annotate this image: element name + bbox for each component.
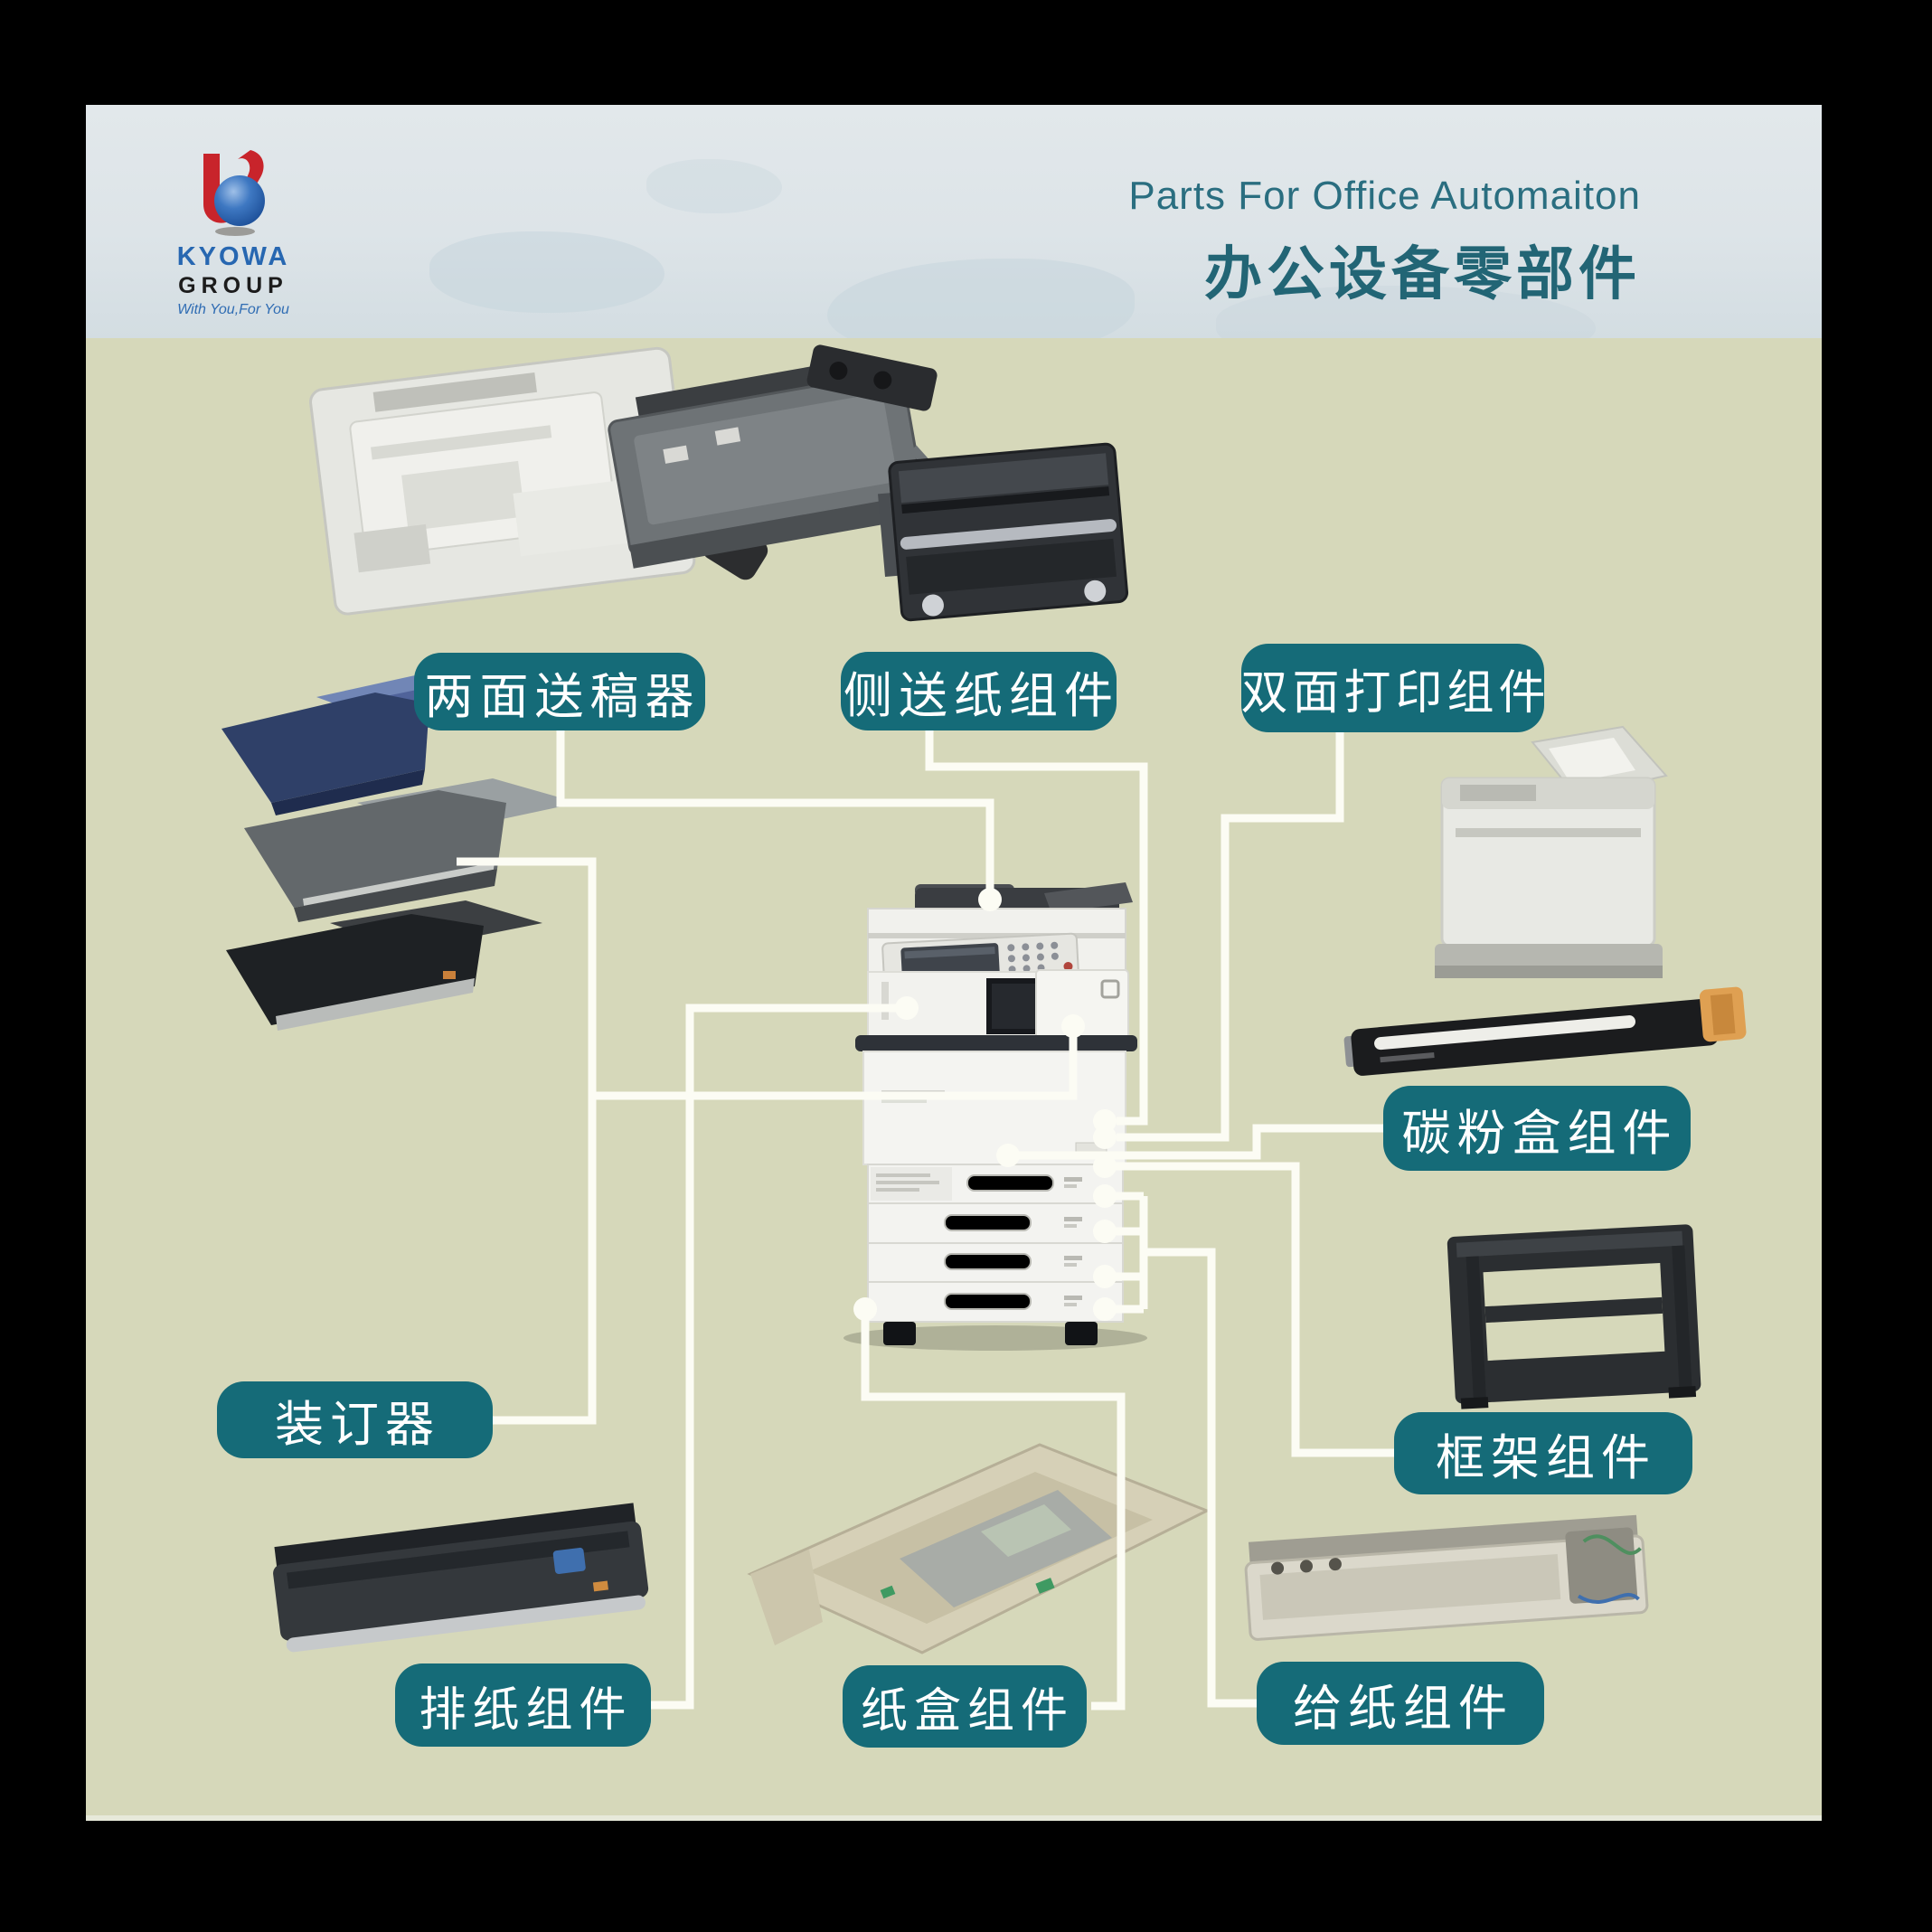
label-text: 框架组件 <box>1436 1431 1656 1485</box>
part-image-paper-feed-unit <box>1244 1514 1649 1641</box>
part-image-finisher-gray <box>244 778 579 922</box>
header: KYOWA GROUP With You,For You Parts For O… <box>86 105 1822 338</box>
copier-image <box>843 882 1147 1351</box>
logo-tagline: With You,For You <box>177 302 289 317</box>
label-side-paper-feed: 侧送纸组件 <box>841 652 1117 730</box>
connector-dots <box>853 888 1117 1321</box>
connector-lines <box>457 730 1394 1711</box>
label-duplex-print-unit: 双面打印组件 <box>1241 644 1546 732</box>
part-image-paper-exit-unit <box>273 1503 649 1653</box>
title-chinese: 办公设备零部件 <box>1204 241 1641 306</box>
part-image-frame-assembly <box>1447 1224 1701 1409</box>
connector-paper-feed <box>1144 1248 1257 1708</box>
label-paper-exit: 排纸组件 <box>395 1663 651 1747</box>
copier-feet <box>883 1322 1098 1345</box>
kyowa-logo: KYOWA GROUP With You,For You <box>165 148 301 318</box>
label-text: 给纸组件 <box>1293 1681 1513 1736</box>
label-paper-feed: 给纸组件 <box>1257 1662 1544 1745</box>
connector-toner-cartridge <box>1008 1124 1383 1160</box>
connector-duplex-print-unit <box>1117 732 1344 1142</box>
poster-canvas: KYOWA GROUP With You,For You Parts For O… <box>86 105 1822 1821</box>
connector-frame-assembly <box>1105 1162 1394 1457</box>
logo-text-group: GROUP <box>178 273 288 298</box>
label-paper-cassette: 纸盒组件 <box>843 1665 1087 1748</box>
label-text: 装订器 <box>275 1398 440 1452</box>
copier-table-strip <box>855 1035 1137 1051</box>
connector-stapler-main <box>457 857 597 1425</box>
logo-text-kyowa: KYOWA <box>176 242 290 271</box>
diagram-art <box>221 344 1747 1711</box>
connector-paper-cassette <box>861 1309 1126 1711</box>
label-duplex-document-feeder: 两面送稿器 <box>414 653 705 730</box>
connector-side-paper-feed <box>925 730 1148 1126</box>
label-text: 排纸组件 <box>419 1683 633 1737</box>
part-image-toner-cartridge <box>1343 986 1747 1076</box>
kyowa-logo-icon <box>203 150 265 236</box>
label-stapler: 装订器 <box>217 1381 493 1458</box>
label-text: 侧送纸组件 <box>843 669 1119 723</box>
copier-mid-body <box>862 1051 1126 1165</box>
connector-stapler-branch <box>592 1031 1078 1100</box>
label-frame-assembly: 框架组件 <box>1394 1412 1692 1494</box>
part-image-side-paper-feed <box>608 344 975 569</box>
part-image-paper-cassette <box>747 1443 1211 1654</box>
part-image-finisher-black <box>226 900 542 1031</box>
world-map-watermark <box>429 231 664 313</box>
page-title: Parts For Office Automaiton 办公设备零部件 <box>1128 174 1641 311</box>
part-image-duplex-print-unit <box>878 442 1129 622</box>
copier-drawers <box>867 1164 1124 1323</box>
label-text: 双面打印组件 <box>1240 666 1550 720</box>
title-english: Parts For Office Automaiton <box>1128 174 1641 218</box>
label-text: 两面送稿器 <box>424 669 701 724</box>
connector-paper-exit <box>651 1004 907 1710</box>
connector-duplex-document-feeder <box>556 730 994 900</box>
world-map-watermark <box>646 159 782 213</box>
part-image-desktop-printer <box>1435 725 1668 978</box>
label-text: 纸盒组件 <box>860 1685 1074 1738</box>
label-toner-cartridge: 碳粉盒组件 <box>1383 1086 1691 1171</box>
label-text: 碳粉盒组件 <box>1401 1106 1678 1161</box>
